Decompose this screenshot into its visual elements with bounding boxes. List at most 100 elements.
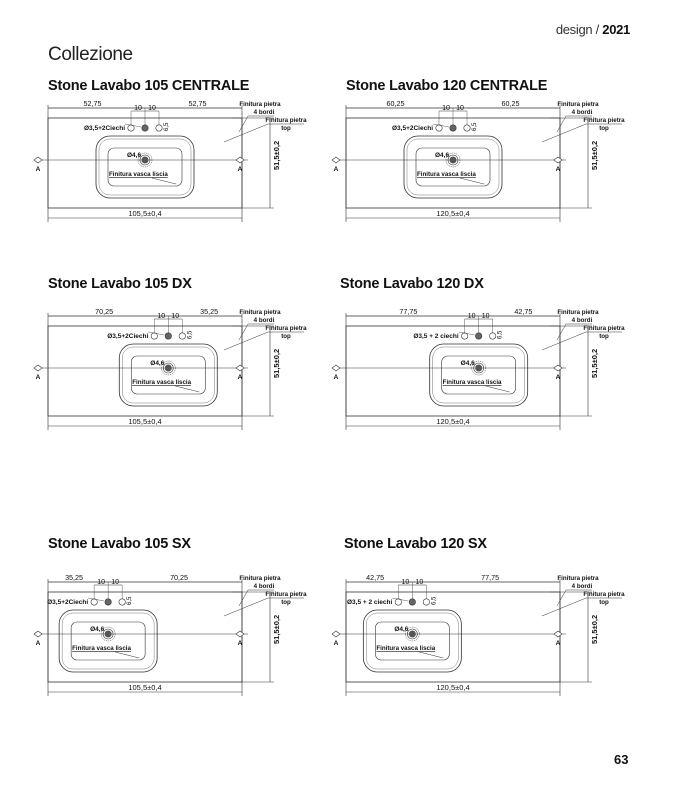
blind-hole-left — [150, 332, 158, 340]
finish-top-label-1: Finitura pietra — [583, 325, 625, 332]
finish-edges-label-2: 4 bordi — [254, 317, 275, 324]
depth-dimension-label: 51,5±0,2 — [590, 141, 599, 170]
left-offset-dimension: 70,25 — [95, 307, 113, 316]
basin-rim-inner — [406, 138, 500, 196]
basin-rim-inner — [366, 612, 459, 670]
finish-edges-label-1: Finitura pietra — [557, 309, 599, 316]
holes-label: Ø3,5+2Ciechi — [47, 599, 88, 606]
depth-dimension-label: 51,5±0,2 — [272, 615, 281, 644]
basin-bowl — [375, 621, 450, 661]
drain-diameter-label: Ø4,6 — [461, 360, 475, 367]
drain-outer — [473, 362, 484, 374]
header-year: 2021 — [602, 22, 630, 37]
worktop-outline — [345, 325, 561, 417]
drain-ring — [471, 360, 486, 376]
section-arrow-left-icon — [331, 630, 341, 638]
hole-offset-label: 6,5 — [187, 330, 193, 339]
basin-bowl — [441, 355, 516, 395]
drain-outer — [407, 628, 418, 640]
blind-hole-right — [422, 598, 430, 606]
blind-hole-left — [394, 598, 402, 606]
right-offset-dimension: 35,25 — [200, 307, 218, 316]
left-offset-dimension: 42,75 — [366, 573, 384, 582]
holes-label: Ø3,5 + 2 ciechi — [413, 333, 459, 340]
hole-spacing-label-left: 10 — [468, 313, 476, 320]
drain-outer — [102, 628, 114, 640]
left-offset-dimension: 60,25 — [387, 99, 405, 108]
worktop-outline — [47, 591, 243, 683]
section-marker-left: A — [334, 374, 339, 381]
hole-offset-label: 6,5 — [498, 330, 504, 339]
finish-edges-label-1: Finitura pietra — [557, 101, 599, 108]
drain-outer — [162, 362, 174, 374]
finish-edges-label-1: Finitura pietra — [239, 101, 281, 108]
depth-dimension-label: 51,5±0,2 — [272, 349, 281, 378]
hole-spacing-label-right: 10 — [456, 105, 464, 112]
holes-leader — [88, 597, 105, 602]
drain-ring — [100, 626, 116, 642]
holes-label: Ø3,5+2Ciechi — [84, 125, 125, 132]
section-marker-right: A — [238, 166, 243, 173]
hole-spacing-label-right: 10 — [482, 313, 490, 320]
finish-top-label-2: top — [281, 599, 291, 606]
hole-offset-label: 6,5 — [127, 596, 133, 605]
section-marker-right: A — [556, 374, 561, 381]
section-arrow-left-icon — [33, 630, 43, 638]
left-offset-dimension: 77,75 — [399, 307, 417, 316]
section-arrow-left-icon — [331, 364, 341, 372]
drain-icon — [449, 156, 457, 164]
page-number: 63 — [614, 752, 629, 767]
holes-leader — [148, 331, 165, 336]
section-marker-right: A — [238, 374, 243, 381]
basin-rim-inner — [432, 346, 525, 404]
section-arrow-left-icon — [331, 156, 341, 164]
holes-leader — [432, 123, 450, 128]
product-title: Stone Lavabo 120 DX — [340, 276, 484, 292]
section-marker-left: A — [36, 166, 41, 173]
hole-spacing-label-right: 10 — [111, 579, 119, 586]
section-marker-left: A — [334, 166, 339, 173]
finish-edges-label-2: 4 bordi — [254, 583, 275, 590]
basin-bowl — [107, 147, 183, 187]
basin-bowl — [130, 355, 206, 395]
hole-spacing-label-left: 10 — [157, 313, 165, 320]
hole-spacing-label-right: 10 — [415, 579, 423, 586]
hole-spacing-label-right: 10 — [148, 105, 156, 112]
finish-top-leader — [541, 597, 622, 617]
blind-hole-right — [489, 332, 497, 340]
blind-hole-left — [435, 124, 443, 132]
finish-edges-label-1: Finitura pietra — [239, 575, 281, 582]
drain-diameter-label: Ø4,6 — [394, 626, 408, 633]
product-title: Stone Lavabo 105 DX — [48, 276, 192, 292]
section-marker-right: A — [238, 640, 243, 647]
drain-icon — [104, 630, 112, 638]
left-offset-dimension: 52,75 — [84, 99, 102, 108]
finish-top-label-2: top — [599, 599, 609, 606]
right-offset-dimension: 60,25 — [502, 99, 520, 108]
hole-offset-label: 6,5 — [431, 596, 437, 605]
header-brand-prefix: design / — [555, 22, 603, 37]
basin-rim-inner — [122, 346, 215, 404]
basin-outer-rim — [95, 135, 195, 199]
hole-spacing-label-left: 10 — [134, 105, 142, 112]
basin-rim-inner — [98, 138, 192, 196]
section-marker-left: A — [334, 640, 339, 647]
basin-outer-rim — [58, 609, 158, 673]
finish-edges-label-1: Finitura pietra — [557, 575, 599, 582]
section-arrow-right-icon — [553, 156, 563, 164]
finish-top-label-1: Finitura pietra — [265, 591, 307, 598]
basin-finish-leader — [419, 651, 444, 659]
basin-outer-rim — [362, 609, 462, 673]
section-arrow-left-icon — [33, 364, 43, 372]
width-dimension-label: 120,5±0,4 — [436, 209, 469, 218]
section-marker-right: A — [556, 166, 561, 173]
finish-top-leader — [541, 331, 622, 351]
tap-hole — [164, 332, 172, 340]
finish-top-leader — [541, 123, 622, 143]
finish-edges-label-2: 4 bordi — [572, 109, 593, 116]
